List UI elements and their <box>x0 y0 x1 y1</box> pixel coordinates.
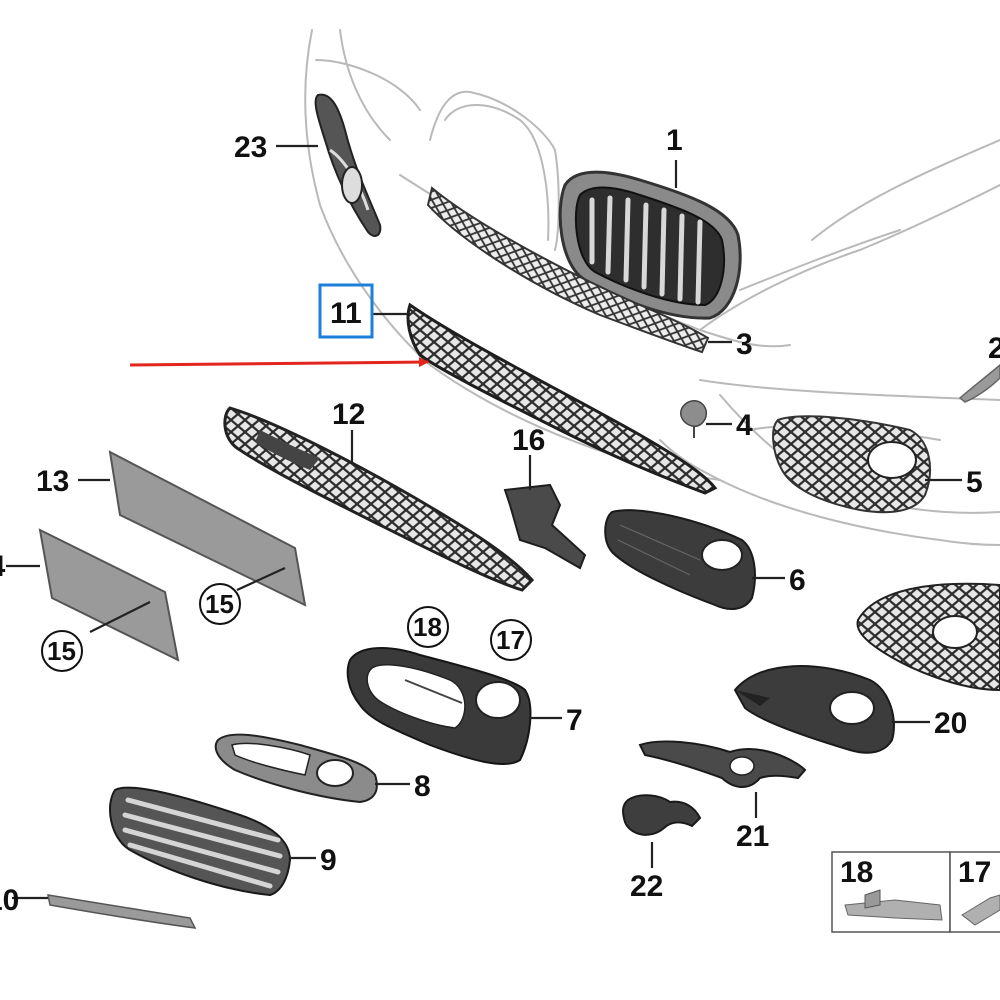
fog-grille-cover-right <box>733 665 895 754</box>
label-23: 23 <box>234 131 267 164</box>
callout-circle-15a <box>199 583 241 625</box>
highlight-box-11 <box>318 283 374 339</box>
lower-trim-strip <box>47 894 197 929</box>
label-20: 20 <box>934 707 967 740</box>
side-air-duct <box>314 93 382 237</box>
license-plate-bracket-upper <box>108 450 307 607</box>
label-1: 1 <box>666 124 683 157</box>
fog-grille-cover-left <box>604 509 756 611</box>
lower-mesh-grille <box>223 406 535 592</box>
label-6: 6 <box>789 564 806 597</box>
label-22: 22 <box>630 870 663 903</box>
fog-lamp-trim <box>214 733 378 804</box>
label-4: 4 <box>736 409 753 442</box>
fog-grille-right-mounted <box>772 415 931 514</box>
label-17: 17 <box>496 625 525 655</box>
label-5: 5 <box>966 466 983 499</box>
label-8: 8 <box>414 770 431 803</box>
label-7: 7 <box>566 704 583 737</box>
tow-hook-cap <box>622 794 702 836</box>
inset-label-17: 17 <box>958 856 991 889</box>
leader-lines <box>6 144 962 900</box>
mounting-bracket <box>503 483 587 570</box>
label-18: 18 <box>413 612 442 642</box>
callout-circle-15b <box>41 630 83 672</box>
fog-lamp-bracket <box>638 740 807 788</box>
kidney-grille <box>558 170 742 320</box>
small-clip <box>680 400 708 438</box>
callout-circle-18 <box>407 606 449 648</box>
label-15a: 15 <box>205 589 234 619</box>
label-21: 21 <box>736 820 769 853</box>
label-11: 11 <box>330 297 362 330</box>
license-plate-bracket-lower <box>38 528 180 662</box>
louvered-side-grille <box>109 786 292 897</box>
fog-light-frame <box>346 647 532 766</box>
label-14: 14 <box>0 550 6 583</box>
label-13: 13 <box>36 465 69 498</box>
inset-part-17 <box>949 851 1000 933</box>
label-3: 3 <box>736 328 753 361</box>
red-pointer-arrow <box>129 357 429 368</box>
fog-grille-right-partial <box>856 582 1000 692</box>
inset-label-18: 18 <box>840 856 873 889</box>
label-16: 16 <box>512 424 545 457</box>
label-10: 10 <box>0 884 19 917</box>
upper-mesh-grille <box>426 186 710 354</box>
callout-circle-17 <box>490 619 532 661</box>
label-15b: 15 <box>47 636 76 666</box>
label-2: 2 <box>988 332 1000 365</box>
car-body-outline <box>304 29 1000 546</box>
label-9: 9 <box>320 844 337 877</box>
right-trim-strip <box>958 364 1000 403</box>
label-12: 12 <box>332 398 365 431</box>
